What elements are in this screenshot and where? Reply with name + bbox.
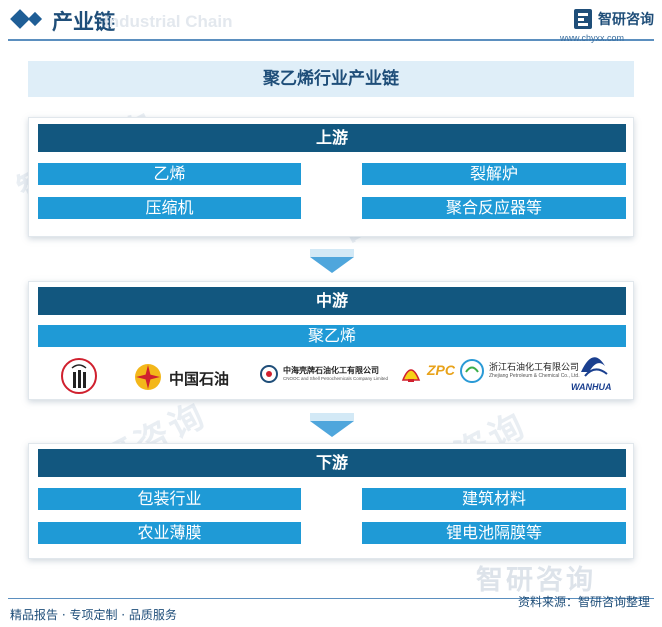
cspc-subname: CNOOC and Shell Petrochemicals Company L… (283, 376, 389, 381)
upstream-heading: 上游 (38, 124, 626, 152)
upstream-panel: 上游 乙烯 裂解炉 压缩机 聚合反应器等 (28, 117, 634, 237)
cspc-icon (260, 365, 278, 383)
wanhua-icon (581, 357, 608, 377)
zhejiang-petrochemical-name: 浙江石油化工有限公司 (489, 362, 580, 372)
zpc-name: ZPC (427, 362, 455, 378)
header-ghost-text: Industrial Chain (104, 12, 233, 31)
shell-icon (401, 369, 421, 382)
down-arrow-icon (310, 257, 354, 273)
page-title: 产业链 (52, 10, 115, 34)
midstream-item: 聚乙烯 (38, 325, 626, 347)
flow-arrow-stem (310, 249, 354, 257)
cspc-name: 中海壳牌石油化工有限公司 (283, 366, 379, 375)
footer-slogan: 精品报告 · 专项定制 · 品质服务 (10, 608, 177, 622)
sinopec-icon (61, 358, 97, 394)
footer-divider (8, 598, 654, 599)
brand-site: www.chyxx.com (560, 33, 625, 43)
diamond-icon (10, 9, 30, 29)
diagram-title: 聚乙烯行业产业链 (28, 61, 634, 97)
downstream-item: 农业薄膜 (38, 522, 301, 544)
petrochina-name: 中国石油 (169, 371, 230, 388)
downstream-item: 锂电池隔膜等 (362, 522, 626, 544)
source-note: 资料来源：智研咨询整理 (517, 595, 650, 609)
company-logos-row: 中国石油 中海壳牌石油化工有限公司 CNOOC and Shell Petroc… (29, 352, 635, 400)
downstream-item: 包装行业 (38, 488, 301, 510)
zhejiang-petrochemical-icon (460, 359, 484, 383)
brand-name: 智研咨询 (598, 12, 654, 28)
brand-logo-icon (574, 9, 592, 29)
downstream-panel: 下游 包装行业 建筑材料 农业薄膜 锂电池隔膜等 (28, 443, 634, 559)
page-header: 产业链 Industrial Chain (0, 0, 662, 44)
upstream-item: 乙烯 (38, 163, 301, 185)
shell-logo (401, 364, 421, 384)
midstream-panel: 中游 聚乙烯 中国石油 (28, 281, 634, 400)
diamond-icon (27, 11, 43, 27)
flow-arrow-stem (310, 413, 354, 421)
zpc-logo: ZPC (427, 362, 455, 380)
sinopec-logo (59, 356, 99, 396)
down-arrow-icon (310, 421, 354, 437)
midstream-heading: 中游 (38, 287, 626, 315)
upstream-item: 压缩机 (38, 197, 301, 219)
wanhua-name: WANHUA (571, 382, 612, 392)
downstream-heading: 下游 (38, 449, 626, 477)
zhejiang-petrochemical-subname: Zhejiang Petroleum & Chemical Co., Ltd. (489, 373, 580, 379)
upstream-item: 裂解炉 (362, 163, 626, 185)
header-divider (8, 39, 654, 41)
footer-watermark: 智研咨询 (476, 565, 596, 596)
upstream-item: 聚合反应器等 (362, 197, 626, 219)
downstream-item: 建筑材料 (362, 488, 626, 510)
petrochina-icon (135, 364, 161, 390)
